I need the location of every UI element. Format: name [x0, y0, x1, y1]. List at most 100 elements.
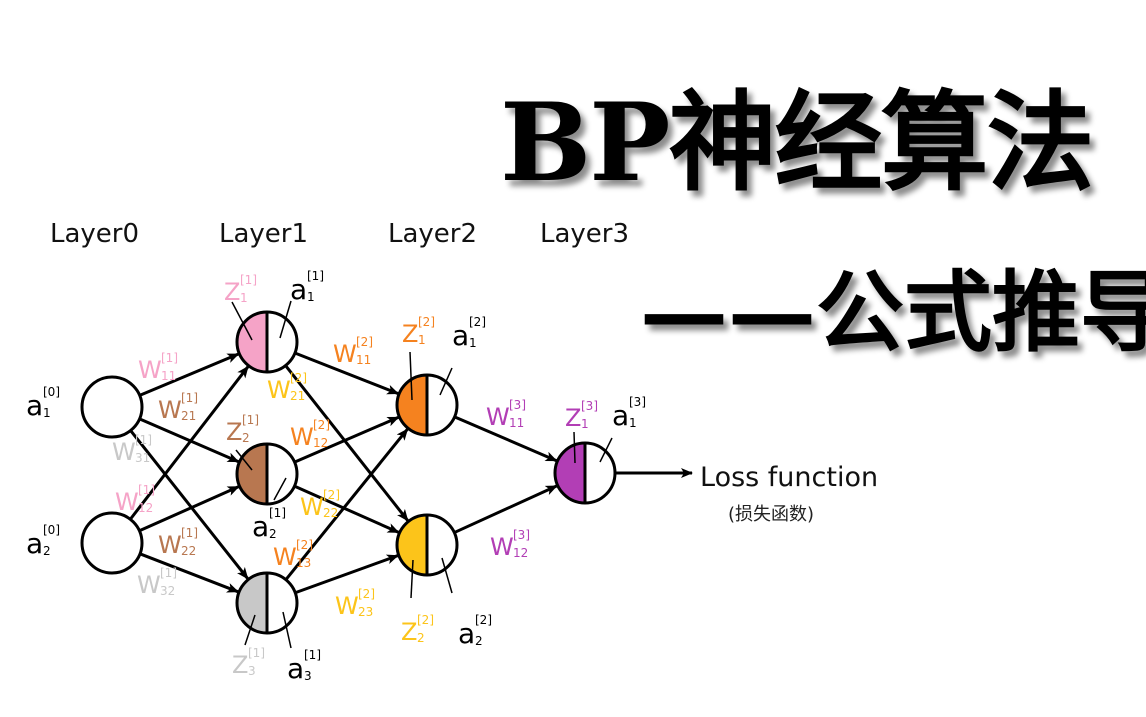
- node-outline: [395, 373, 459, 437]
- title-sub: ——公式推导: [640, 260, 1146, 364]
- edge-a0_1-n1_1: [139, 352, 240, 397]
- label-subscript: 1: [307, 290, 315, 304]
- label-pointer: [282, 611, 292, 649]
- label-superscript: [2]: [323, 488, 340, 502]
- label-subscript: 1: [581, 417, 589, 431]
- node-n2_2: [395, 513, 459, 577]
- label-subscript: 21: [181, 409, 197, 423]
- label-base: a: [612, 399, 630, 432]
- label-subscript: 31: [135, 451, 151, 465]
- label-z12: Z[1]2: [226, 414, 259, 444]
- label-subscript: 13: [296, 556, 312, 570]
- label-a02: a[0]2: [26, 524, 60, 558]
- label-w2_12: W[2]12: [290, 419, 330, 449]
- label-z11: Z[1]1: [224, 274, 257, 306]
- label-subscript: 12: [513, 546, 529, 560]
- label-subscript: 3: [248, 664, 256, 678]
- label-superscript: [1]: [181, 391, 198, 405]
- label-w2_13: W[2]13: [273, 539, 313, 571]
- node-n2_1: [395, 373, 459, 437]
- label-z31: Z[3]1: [565, 400, 598, 432]
- label-w1_22: W[1]22: [158, 527, 198, 557]
- label-subscript: 1: [240, 291, 248, 305]
- label-base: a: [290, 273, 308, 306]
- layer-label-3: Layer3: [540, 219, 630, 249]
- label-base: a: [458, 617, 476, 650]
- node-a0_2: [80, 511, 144, 575]
- label-superscript: [2]: [358, 587, 375, 601]
- label-base: Z: [232, 651, 249, 679]
- label-base: a: [252, 510, 270, 543]
- label-subscript: 11: [161, 369, 177, 383]
- label-base: W: [490, 533, 514, 561]
- label-a22: a[2]2: [458, 614, 492, 650]
- node-n3_1: [553, 441, 617, 505]
- label-superscript: [1]: [160, 566, 177, 580]
- node-outline: [235, 571, 299, 635]
- label-w1_11: W[1]11: [138, 352, 178, 382]
- edge-n1_3-n2_2: [294, 554, 399, 595]
- label-z21: Z[2]1: [402, 316, 435, 348]
- edge-n1_1-n2_2: [284, 364, 409, 522]
- label-base: W: [115, 488, 139, 516]
- edge-n2_1-n3_1: [453, 415, 558, 463]
- node-a0_1: [80, 375, 144, 439]
- label-superscript: [1]: [304, 648, 321, 662]
- label-pointer: [410, 559, 414, 599]
- label-superscript: [2]: [417, 613, 434, 627]
- loss-function-label-cn: (损失函数): [728, 504, 815, 525]
- label-a31: a[3]1: [612, 396, 646, 432]
- edge-a0_2-n1_2: [138, 485, 240, 533]
- layer-label-0: Layer0: [50, 219, 140, 249]
- label-pointer: [409, 351, 413, 401]
- node-outline: [235, 310, 299, 374]
- label-pointer: [441, 557, 453, 594]
- label-superscript: [0]: [43, 523, 60, 537]
- label-w1_32: W[1]32: [137, 567, 177, 597]
- loss-function-label: Loss function: [700, 462, 879, 493]
- label-a13: a[1]3: [287, 649, 321, 685]
- edge-n2_2-n3_1: [453, 484, 558, 534]
- label-subscript: 21: [290, 389, 306, 403]
- label-a11: a[1]1: [290, 270, 324, 306]
- label-subscript: 2: [269, 527, 277, 541]
- label-subscript: 22: [323, 506, 339, 520]
- label-a21: a[2]1: [452, 316, 486, 350]
- label-superscript: [1]: [138, 483, 155, 497]
- node-n1_3: [235, 571, 299, 635]
- node-z-half: [555, 443, 585, 503]
- edge-n1_1-n2_1: [294, 351, 400, 396]
- label-a12: a[1]2: [252, 507, 286, 543]
- label-z22: Z[2]2: [401, 614, 434, 644]
- label-base: W: [112, 438, 136, 466]
- label-subscript: 1: [629, 416, 637, 430]
- node-outline: [235, 442, 299, 506]
- node-outline: [80, 511, 144, 575]
- edge-a0_1-n1_3: [129, 429, 249, 580]
- node-z-half: [237, 444, 267, 504]
- label-base: Z: [565, 404, 582, 432]
- node-z-half: [397, 515, 427, 575]
- label-subscript: 22: [181, 544, 197, 558]
- label-w2_21: W[2]21: [267, 372, 307, 404]
- edge-n1_2-n2_1: [293, 415, 400, 464]
- label-base: a: [287, 652, 305, 685]
- node-outline: [80, 375, 144, 439]
- label-base: Z: [224, 278, 241, 306]
- label-w2_23: W[2]23: [335, 588, 375, 618]
- label-w1_21: W[1]21: [158, 392, 198, 422]
- label-base: W: [273, 543, 297, 571]
- node-z-half: [397, 375, 427, 435]
- label-pointer: [231, 301, 253, 341]
- label-base: W: [486, 403, 510, 431]
- label-superscript: [2]: [469, 315, 486, 329]
- label-a01: a[0]1: [26, 386, 60, 420]
- label-base: Z: [402, 320, 419, 348]
- label-superscript: [3]: [513, 528, 530, 542]
- label-subscript: 32: [160, 584, 176, 598]
- label-w1_12: W[1]12: [115, 484, 155, 516]
- label-base: W: [267, 376, 291, 404]
- label-subscript: 11: [509, 416, 525, 430]
- label-pointer: [439, 367, 453, 396]
